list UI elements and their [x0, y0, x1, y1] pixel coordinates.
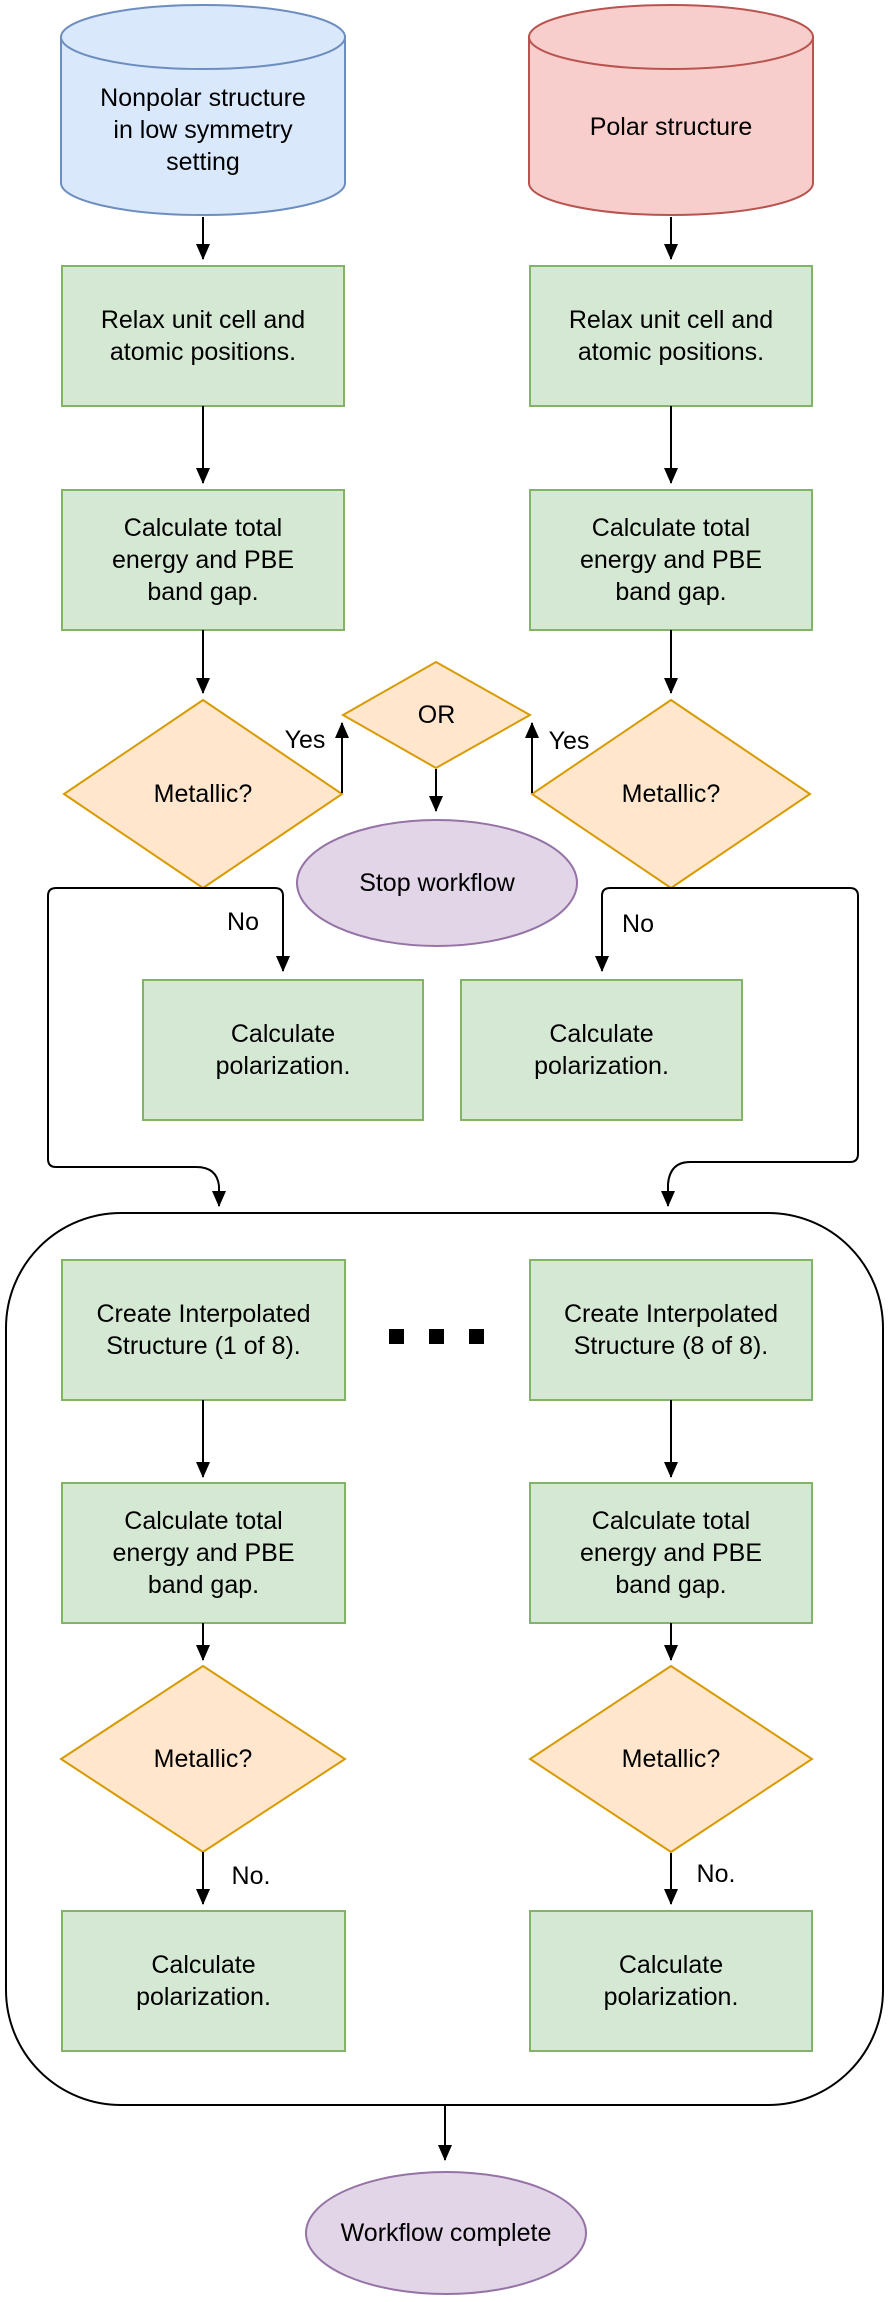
- polarization-box-left: [142, 979, 424, 1121]
- no-label-right: No: [622, 910, 654, 938]
- metallic-label-left: Metallic?: [153, 780, 253, 808]
- metallic2-label-right: Metallic?: [621, 1745, 721, 1773]
- polarization-label-right: Calculate polarization.: [534, 1020, 669, 1080]
- energy2-label-right: Calculate total energy and PBE band gap.: [579, 1507, 763, 1599]
- no-dot-label-left: No.: [231, 1862, 271, 1890]
- ellipsis-icon: [389, 1329, 484, 1344]
- edge-no-left-to-polarization: [203, 887, 290, 972]
- workflow-complete-label: Workflow complete: [340, 2219, 552, 2247]
- energy-label-right: Calculate total energy and PBE band gap.: [579, 514, 763, 606]
- relax-box-left: [61, 265, 345, 407]
- or-label: OR: [417, 701, 456, 729]
- or-diamond: [340, 660, 533, 770]
- interp-box-first: [61, 1259, 346, 1401]
- energy-box-right: [529, 489, 813, 631]
- metallic-label-right: Metallic?: [621, 780, 721, 808]
- metallic2-label-left: Metallic?: [153, 1745, 253, 1773]
- polarization2-box-right: [529, 1910, 813, 2052]
- stop-workflow-label: Stop workflow: [359, 869, 515, 897]
- no-label-left: No: [227, 908, 259, 936]
- stop-workflow-ellipse: [296, 819, 578, 947]
- polarization-box-right: [460, 979, 743, 1121]
- polar-cylinder-shape: [528, 4, 814, 216]
- metallic2-diamond-right: [528, 1664, 814, 1854]
- polarization-label-left: Calculate polarization.: [215, 1020, 351, 1080]
- edge-wrap-left-to-container: [47, 887, 226, 1207]
- energy2-box-right: [529, 1482, 813, 1624]
- edge-no-right-to-polarization: [595, 887, 671, 972]
- energy-box-left: [61, 489, 345, 631]
- polarization2-box-left: [61, 1910, 346, 2052]
- polar-source-label: Polar structure: [589, 113, 753, 141]
- energy2-label-left: Calculate total energy and PBE band gap.: [112, 1507, 295, 1599]
- interp-first-label: Create Interpolated Structure (1 of 8).: [96, 1300, 311, 1360]
- workflow-complete-ellipse: [305, 2171, 587, 2295]
- nonpolar-cylinder-shape: [60, 4, 346, 216]
- relax-label-right: Relax unit cell and atomic positions.: [568, 306, 774, 366]
- polarization2-label-left: Calculate polarization.: [136, 1951, 271, 2011]
- polarization2-label-right: Calculate polarization.: [603, 1951, 739, 2011]
- interp-last-label: Create Interpolated Structure (8 of 8).: [563, 1300, 779, 1360]
- relax-box-right: [529, 265, 813, 407]
- energy-label-left: Calculate total energy and PBE band gap.: [111, 514, 295, 606]
- interp-box-last: [529, 1259, 813, 1401]
- edge-wrap-right-to-container: [661, 887, 859, 1207]
- yes-label-left: Yes: [284, 726, 326, 754]
- yes-label-right: Yes: [548, 727, 590, 755]
- relax-label-left: Relax unit cell and atomic positions.: [100, 306, 306, 366]
- no-dot-label-right: No.: [696, 1860, 736, 1888]
- nonpolar-source-label: Nonpolar structure in low symmetry setti…: [100, 84, 306, 176]
- energy2-box-left: [61, 1482, 346, 1624]
